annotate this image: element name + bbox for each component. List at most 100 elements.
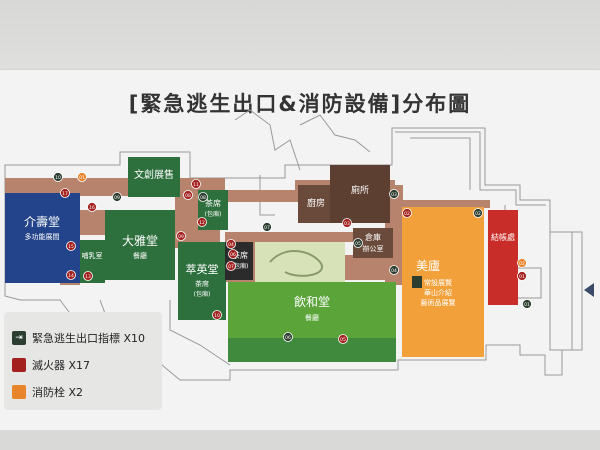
- extinguisher-marker-label: 10: [214, 313, 220, 319]
- extinguisher-marker: 05: [338, 334, 348, 344]
- exit-marker-label: 07: [264, 225, 270, 231]
- label-yinhe: 飲和堂: [294, 294, 330, 309]
- label-jieshi: 介壽堂: [24, 214, 60, 229]
- legend-row-extinguisher: 滅火器 X17: [12, 357, 90, 373]
- arrow-left-icon: [584, 283, 594, 297]
- label-museum-sub1: 常設展覽: [424, 278, 452, 287]
- page-title: [緊急逃生出口&消防設備]分布圖: [128, 92, 472, 116]
- exit-marker-dot: [53, 172, 63, 182]
- extinguisher-marker: 04: [226, 239, 236, 249]
- extinguisher-marker: 16: [87, 202, 97, 212]
- hydrant-marker: 02: [517, 258, 527, 268]
- extinguisher-marker-label: 15: [68, 244, 74, 250]
- extinguisher-marker: 15: [66, 241, 76, 251]
- label-toilet: 廁所: [351, 184, 369, 196]
- extinguisher-marker-label: 02: [404, 211, 410, 217]
- extinguisher-marker-dot: [338, 334, 348, 344]
- label-kitchen: 廚房: [307, 197, 325, 209]
- exit-marker-dot: [283, 332, 293, 342]
- room-cultural: [128, 157, 180, 197]
- exit-marker-label: 04: [391, 268, 397, 274]
- exit-marker-label: 10: [55, 175, 61, 181]
- extinguisher-marker-dot: [83, 271, 93, 281]
- label-cultural: 文創展售: [134, 168, 174, 181]
- extinguisher-marker-label: 05: [340, 337, 346, 343]
- floor-strip: [0, 430, 600, 450]
- extinguisher-marker-label: 17: [62, 191, 68, 197]
- exit-marker-dot: [198, 192, 208, 202]
- extinguisher-marker-dot: [226, 261, 236, 271]
- exit-marker-dot: [353, 238, 363, 248]
- extinguisher-marker-label: 08: [185, 193, 191, 199]
- hydrant-icon: [12, 385, 26, 399]
- exit-marker-dot: [389, 189, 399, 199]
- extinguisher-marker-dot: [66, 270, 76, 280]
- label-tea2-sub: (包廂): [232, 262, 249, 270]
- extinguisher-marker-dot: [176, 231, 186, 241]
- exit-marker: 09: [112, 192, 122, 202]
- extinguisher-marker-label: 13: [85, 274, 91, 280]
- extinguisher-marker-dot: [66, 241, 76, 251]
- extinguisher-marker-label: 16: [89, 205, 95, 211]
- label-checkout: 結帳處: [491, 232, 515, 242]
- extinguisher-marker-dot: [342, 218, 352, 228]
- label-museum: 美廬: [416, 258, 440, 273]
- extinguisher-marker: 02: [402, 208, 412, 218]
- extinguisher-marker-dot: [212, 310, 222, 320]
- garden-path: [269, 250, 323, 277]
- extinguisher-marker: 01: [517, 271, 527, 281]
- exit-marker: 07: [262, 222, 272, 232]
- extinguisher-marker-label: 04: [228, 242, 234, 248]
- label-jieshi-sub: 多功能展間: [25, 232, 60, 241]
- extinguisher-marker-dot: [197, 217, 207, 227]
- extinguisher-marker: 03: [342, 218, 352, 228]
- label-yinhe-sub: 餐廳: [305, 313, 319, 322]
- label-nursing: 哺乳室: [82, 251, 103, 260]
- hydrant-marker-dot: [517, 258, 527, 268]
- extinguisher-marker: 11: [191, 179, 201, 189]
- exit-marker-dot: [389, 265, 399, 275]
- exit-marker-label: 03: [391, 192, 397, 198]
- label-tea2: 茶席: [232, 250, 248, 260]
- legend-row-exit: ⇥ 緊急逃生出口指標 X10: [12, 330, 145, 346]
- hydrant-marker: 01: [77, 172, 87, 182]
- extinguisher-marker-dot: [228, 249, 238, 259]
- extinguisher-marker-dot: [402, 208, 412, 218]
- extinguisher-marker: 10: [212, 310, 222, 320]
- label-museum-sub2: 華山介紹: [424, 288, 452, 297]
- exit-marker-label: 08: [200, 195, 206, 201]
- exit-marker-dot: [522, 299, 532, 309]
- extinguisher-marker: 08: [183, 190, 193, 200]
- extinguisher-marker-dot: [183, 190, 193, 200]
- exit-marker: 08: [198, 192, 208, 202]
- room-jieshi: [5, 193, 80, 283]
- exit-marker: 04: [389, 265, 399, 275]
- exit-marker: 03: [389, 189, 399, 199]
- label-cuiying: 萃英堂: [186, 262, 219, 276]
- label-museum-sub3: 藝術品展覽: [421, 298, 456, 307]
- room-yinhe-lower: [228, 338, 396, 362]
- legend-extinguisher-label: 滅火器 X17: [32, 359, 91, 372]
- extinguisher-marker: 07: [226, 261, 236, 271]
- exit-marker-dot: [112, 192, 122, 202]
- exit-icon: ⇥: [12, 331, 26, 345]
- exit-marker-dot: [262, 222, 272, 232]
- legend-hydrant-label: 消防栓 X2: [32, 386, 84, 399]
- exit-marker: 06: [283, 332, 293, 342]
- label-cuiying-sub2: (包廂): [194, 290, 211, 298]
- extinguisher-marker-label: 14: [68, 273, 74, 279]
- room-toilet: [330, 165, 390, 223]
- hydrant-marker-label: 02: [519, 261, 525, 267]
- label-warehouse-sub: 辦公室: [363, 244, 384, 253]
- label-daya-sub: 餐廳: [133, 251, 147, 260]
- legend-row-hydrant: 消防栓 X2: [12, 384, 83, 400]
- exit-icon: [412, 276, 422, 288]
- exit-marker: 10: [53, 172, 63, 182]
- exit-marker: 01: [522, 299, 532, 309]
- extinguisher-marker-dot: [191, 179, 201, 189]
- extinguisher-marker: 13: [83, 271, 93, 281]
- exit-marker-label: 05: [355, 241, 361, 247]
- extinguisher-marker-label: 07: [228, 264, 234, 270]
- room-daya: [105, 210, 175, 280]
